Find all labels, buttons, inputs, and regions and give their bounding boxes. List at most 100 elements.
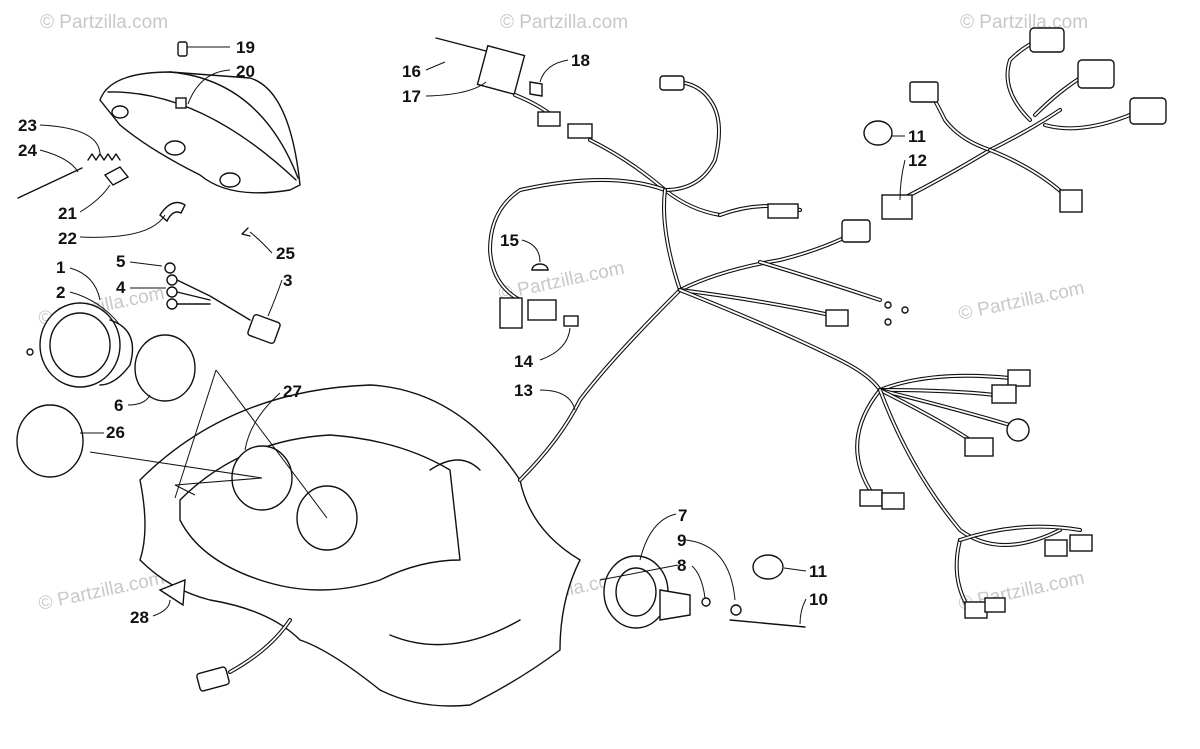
adjust-screw-24 [17,167,83,199]
bulb-4b [166,286,178,298]
cable-10 [729,619,806,628]
clip-19 [177,41,188,57]
callout-10: 10 [809,590,828,609]
bulb-21 [103,166,130,186]
clamp-11 [752,554,784,580]
callout-11-bottom: 11 [809,562,827,581]
nut-18 [529,81,543,97]
gauge-cluster-recess [179,434,461,591]
h12-connector-f [1059,189,1083,213]
harness-connector-h [881,492,905,510]
callout-22: 22 [58,229,77,248]
callout-2: 2 [56,283,65,302]
gauge-assembly-7 [603,554,806,629]
regulator-17 [476,44,526,96]
gauge-needle-2 [26,348,34,356]
watermark-top-right: © Partzilla.com [960,12,1088,33]
gasket-6 [134,334,196,402]
gauge-wiring [176,279,251,321]
headlight-housing [99,71,301,194]
clamp-11-top [863,120,893,146]
harness-connector-l [984,597,1006,613]
callout-13: 13 [514,381,533,400]
gauge-body-1 [39,302,121,388]
reg-connector-a [537,111,561,127]
hood-lead-wire [228,618,292,674]
callout-12: 12 [908,151,927,170]
harness-connector-j [1069,534,1093,552]
callout-8: 8 [677,556,686,575]
dash-panel-27 [139,384,581,707]
adjust-mount [111,105,129,119]
cap-15 [531,263,549,271]
callout-27: 27 [283,382,302,401]
bulb-4a [166,274,178,286]
leader-lines [39,46,906,625]
harness-connector-i [1044,539,1068,557]
gauge-back [99,319,134,386]
gauge-face [49,312,111,378]
bulb-socket-2 [219,172,241,188]
callout-23: 23 [18,116,37,135]
harness-12 [863,27,1167,220]
callouts: 19 20 23 24 21 22 25 5 4 1 2 3 6 26 27 2… [18,38,927,627]
fuse-holder-14 [527,299,557,321]
washer-8 [701,597,711,607]
callout-14: 14 [514,352,533,371]
bezel-ring-26 [16,404,84,478]
headlight-lens-edge [107,91,297,181]
headlight-assembly [17,41,301,237]
h12-connector-a [909,81,939,103]
h12-connector-c [1077,59,1115,89]
harness-connector-g [859,489,883,507]
callout-11-top: 11 [908,127,926,146]
harness-round-connector [1006,418,1030,442]
callout-20: 20 [236,62,255,81]
h12-connector-d [1129,97,1167,125]
callout-19: 19 [236,38,255,57]
fuse-14 [563,315,579,327]
watermark-top-left: © Partzilla.com [40,12,168,33]
callout-6: 6 [114,396,123,415]
harness-connector-f [964,437,994,457]
callout-5: 5 [116,252,125,271]
retainer-20 [175,97,187,109]
reg-connector-b [567,123,593,139]
bulb-socket-1 [164,140,186,156]
callout-4: 4 [116,278,126,297]
h12-connector-e [881,194,913,220]
nut-9 [730,604,742,616]
bulb-4c [166,298,178,310]
callout-18: 18 [571,51,590,70]
harness-connector-b [841,219,871,243]
harness-connector-e [991,384,1017,404]
callout-15: 15 [500,231,519,250]
callout-7: 7 [678,506,687,525]
hood-vent [429,459,481,471]
bolt-16 [435,37,491,53]
hood-crease [389,619,521,646]
callout-16: 16 [402,62,421,81]
harness-connector-d [1007,369,1031,387]
watermark-mid-right: © Partzilla.com [957,278,1087,325]
gauge-inner-7 [615,567,657,617]
callout-25: 25 [276,244,295,263]
main-harness-13 [487,75,1093,619]
harness-connector-c [825,309,849,327]
fuse-assembly [499,263,579,329]
watermark-top-center: © Partzilla.com [500,12,628,33]
gauge-shaft-housing [659,589,691,621]
callout-9: 9 [677,531,686,550]
regulator-assembly [435,37,593,139]
gauge-connector-3 [247,314,281,344]
harness-connector-top [659,75,685,91]
hood-connector [196,666,230,692]
callout-24: 24 [18,141,37,160]
gauge-assembly [16,262,281,478]
spring-23 [87,153,121,161]
h12-connector-b [1029,27,1065,53]
harness-connector-a [767,203,799,219]
callout-17: 17 [402,87,421,106]
callout-1: 1 [56,258,65,277]
